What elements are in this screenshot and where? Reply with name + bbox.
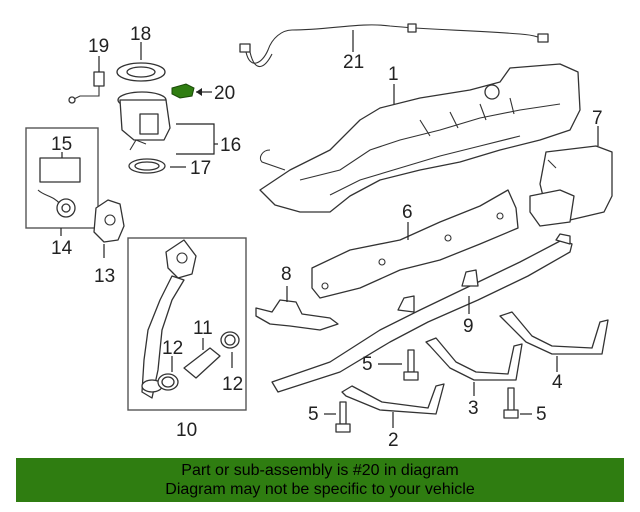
callout-9: 9 xyxy=(463,316,474,337)
bolt-5-c xyxy=(503,387,532,419)
fuel-pump-16 xyxy=(117,91,218,155)
callout-20: 20 xyxy=(214,83,235,104)
filler-pipe-box-10 xyxy=(127,237,247,411)
callout-10: 10 xyxy=(176,420,197,441)
callout-17: 17 xyxy=(190,158,211,179)
callout-13: 13 xyxy=(94,266,115,287)
callout-4: 4 xyxy=(552,372,563,393)
callout-1: 1 xyxy=(388,64,399,85)
info-banner: Part or sub-assembly is #20 in diagram D… xyxy=(16,458,624,502)
wiring-harness-21 xyxy=(239,23,549,68)
callout-12-b: 12 xyxy=(222,374,243,395)
connector-20-highlighted xyxy=(171,83,212,99)
callout-12-a: 12 xyxy=(162,338,183,359)
callout-8: 8 xyxy=(281,264,292,285)
callout-5-a: 5 xyxy=(362,354,373,375)
sensor-19 xyxy=(68,56,105,104)
callout-18: 18 xyxy=(130,24,151,45)
callout-2: 2 xyxy=(388,430,399,451)
callout-7: 7 xyxy=(592,108,603,129)
callout-5-c: 5 xyxy=(536,404,547,425)
fuel-tank-1 xyxy=(259,63,581,213)
callout-6: 6 xyxy=(402,202,413,223)
tank-shield-6 xyxy=(311,189,519,299)
strap-4 xyxy=(499,311,609,372)
strap-2 xyxy=(341,383,445,428)
support-rail-9 xyxy=(271,233,573,393)
banner-line-1: Part or sub-assembly is #20 in diagram xyxy=(181,462,459,479)
banner-line-2: Diagram may not be specific to your vehi… xyxy=(165,481,475,498)
callout-15: 15 xyxy=(51,134,72,155)
callout-14: 14 xyxy=(51,238,73,259)
bracket-8 xyxy=(255,286,339,331)
lock-ring-18 xyxy=(116,42,166,82)
callout-5-b: 5 xyxy=(308,404,319,425)
bracket-13 xyxy=(93,199,125,258)
bolt-5-b xyxy=(324,401,351,433)
strap-3 xyxy=(425,337,523,396)
callout-11: 11 xyxy=(193,318,213,339)
callout-21: 21 xyxy=(343,52,364,73)
bolt-5-a xyxy=(378,349,419,381)
callout-16: 16 xyxy=(220,135,241,156)
callout-3: 3 xyxy=(468,398,479,419)
callout-19: 19 xyxy=(88,36,109,57)
seal-17 xyxy=(128,158,186,174)
heat-shield-7 xyxy=(529,126,613,227)
filter-box-14 xyxy=(25,127,99,236)
